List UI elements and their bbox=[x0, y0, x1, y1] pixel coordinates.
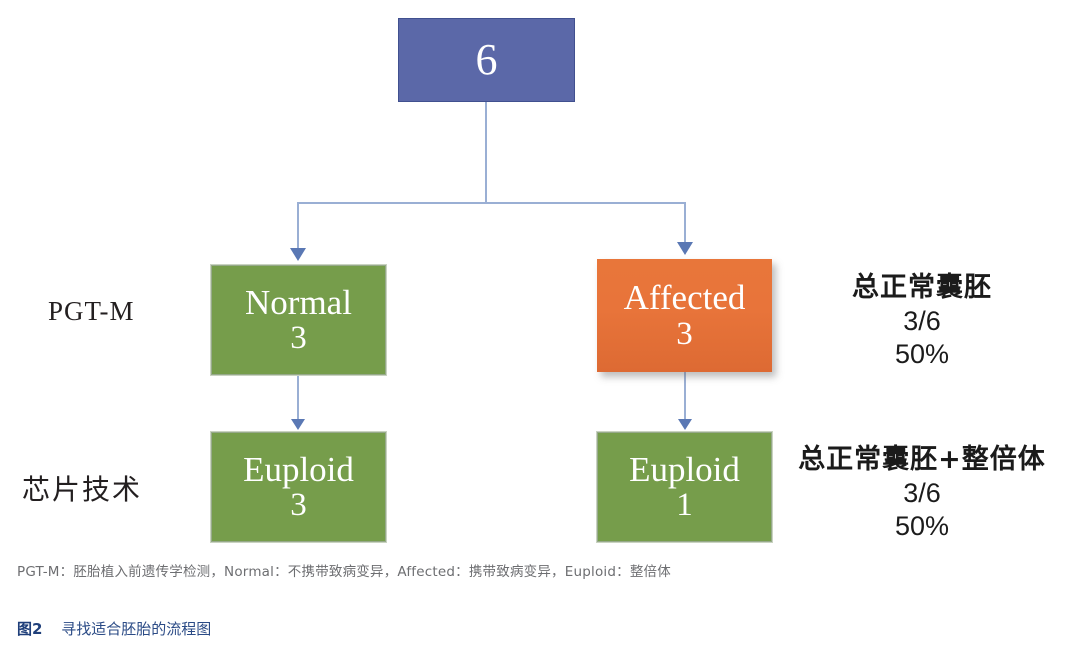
connector-root-vertical bbox=[485, 102, 487, 203]
node-euploid-right-count: 1 bbox=[676, 487, 693, 524]
figure-caption-text: 寻找适合胚胎的流程图 bbox=[61, 620, 212, 638]
node-affected: Affected 3 bbox=[597, 259, 772, 372]
stage-label-pgtm: PGT-M bbox=[48, 296, 135, 326]
annotation-top-title: 总正常囊胚 bbox=[852, 272, 992, 303]
annotation-top-percent: 50% bbox=[894, 338, 950, 369]
figure-caption-number: 图2 bbox=[17, 620, 43, 638]
node-euploid-right: Euploid 1 bbox=[597, 432, 772, 542]
annotation-bottom-title: 总正常囊胚+整倍体 bbox=[798, 444, 1046, 475]
node-euploid-left-count: 3 bbox=[290, 487, 307, 524]
connector-branch-right bbox=[684, 202, 686, 243]
figure-caption: 图2 寻找适合胚胎的流程图 bbox=[17, 618, 211, 639]
arrowhead-to-euploid-left bbox=[291, 419, 305, 430]
node-euploid-left-label: Euploid bbox=[243, 449, 354, 489]
arrowhead-to-normal bbox=[290, 248, 306, 261]
node-root-count: 6 bbox=[475, 35, 498, 85]
node-affected-label: Affected bbox=[623, 278, 746, 318]
connector-branch-left bbox=[297, 202, 299, 249]
annotation-total-normal-blastocyst: 总正常囊胚 3/6 50% bbox=[822, 272, 1022, 371]
annotation-bottom-ratio: 3/6 bbox=[903, 477, 941, 508]
annotation-top-ratio: 3/6 bbox=[903, 305, 941, 336]
annotation-total-normal-plus-euploid: 总正常囊胚+整倍体 3/6 50% bbox=[772, 444, 1072, 543]
node-euploid-right-label: Euploid bbox=[629, 449, 740, 489]
figure-footnote: PGT-M：胚胎植入前遗传学检测，Normal：不携带致病变异，Affected… bbox=[17, 564, 671, 580]
stage-label-chip-technology: 芯片技术 bbox=[22, 473, 143, 506]
node-normal: Normal 3 bbox=[211, 265, 386, 375]
arrowhead-to-euploid-right bbox=[678, 419, 692, 430]
node-euploid-left: Euploid 3 bbox=[211, 432, 386, 542]
node-root-embryos: 6 bbox=[398, 18, 575, 102]
node-normal-count: 3 bbox=[290, 320, 307, 357]
node-normal-label: Normal bbox=[245, 282, 352, 322]
connector-affected-to-euploid bbox=[684, 372, 686, 421]
connector-horizontal-split bbox=[297, 202, 686, 204]
arrowhead-to-affected bbox=[677, 242, 693, 255]
node-affected-count: 3 bbox=[676, 315, 693, 352]
annotation-bottom-percent: 50% bbox=[894, 510, 950, 541]
connector-normal-to-euploid bbox=[297, 375, 299, 421]
